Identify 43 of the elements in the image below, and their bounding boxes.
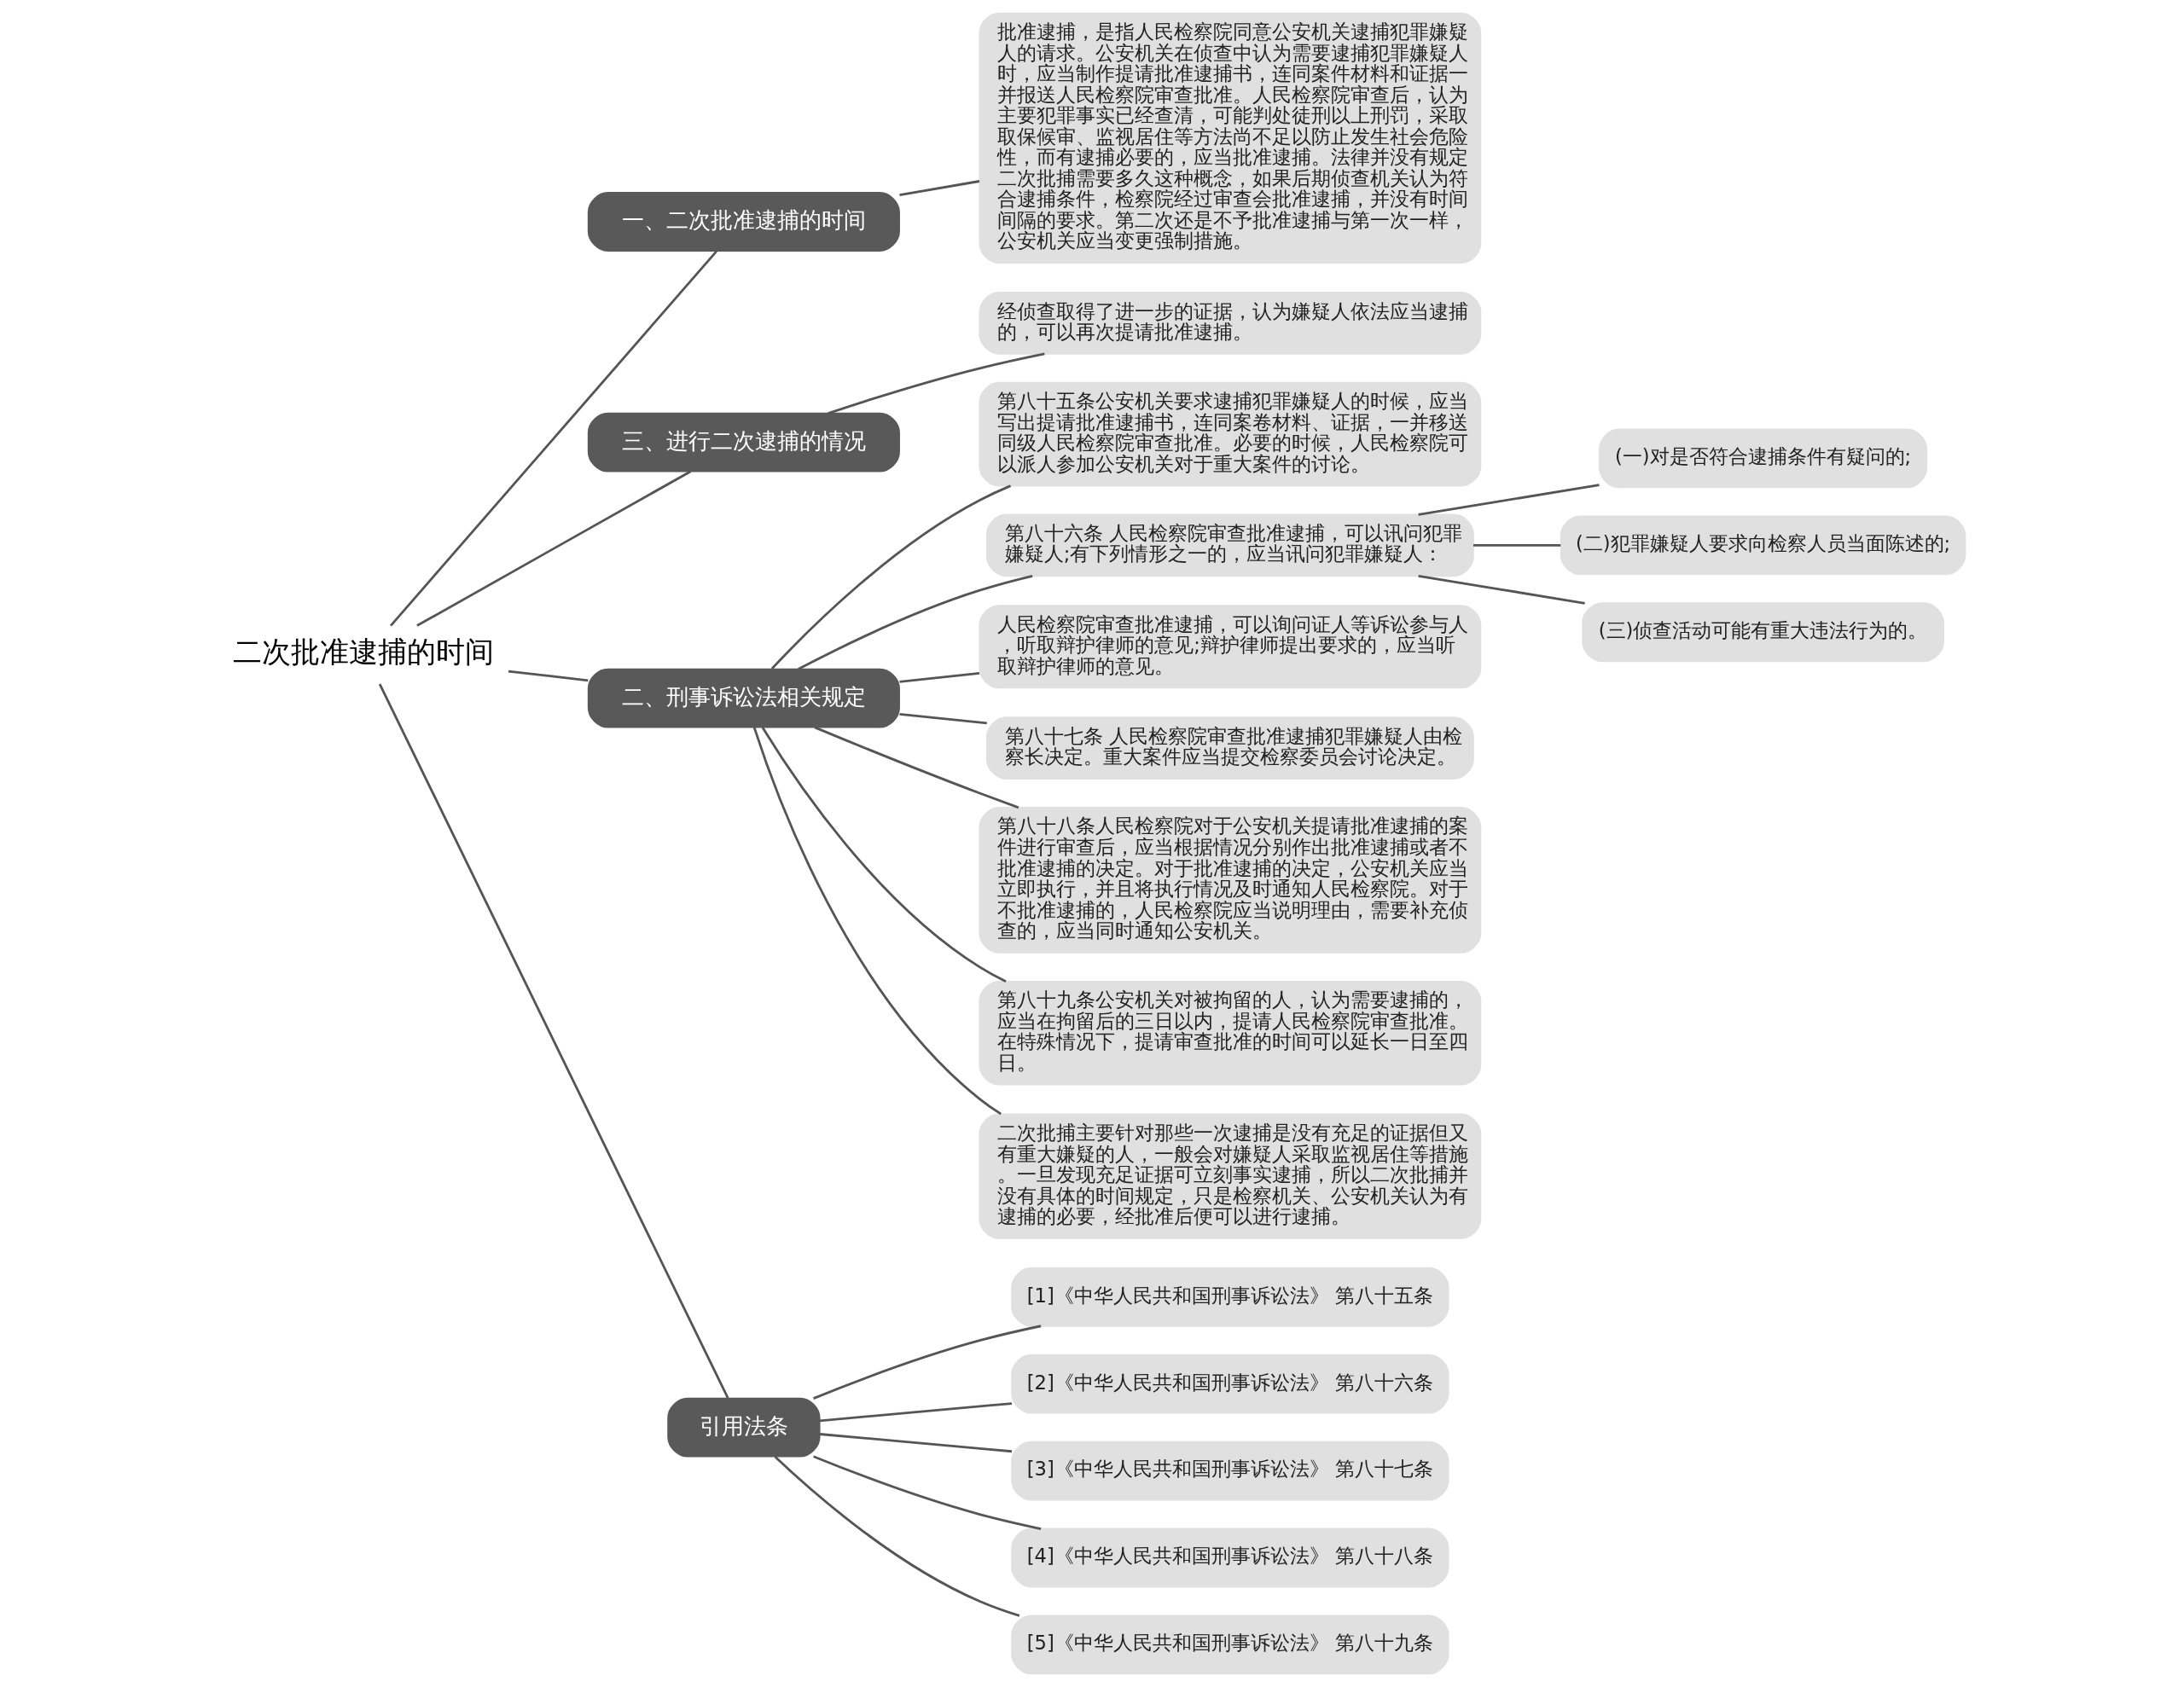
connector xyxy=(774,1456,1019,1617)
connector xyxy=(1472,543,1560,547)
connector xyxy=(898,672,979,683)
connector xyxy=(1417,574,1585,605)
node-text: 二次批准逮捕的时间 xyxy=(232,635,494,670)
node-box: [2]《中华人民共和国刑事诉讼法》 第八十六条 xyxy=(1010,1354,1449,1414)
node-box: 三、进行二次逮捕的情况 xyxy=(587,412,900,472)
node-box: [4]《中华人民共和国刑事诉讼法》 第八十八条 xyxy=(1010,1528,1449,1588)
node-box: 一、二次批准逮捕的时间 xyxy=(587,192,900,252)
connector xyxy=(819,1433,1012,1453)
node-box: 二次批捕主要针对那些一次逮捕是没有充足的证据但又有重大嫌疑的人，一般会对嫌疑人采取监视居住等措施。一旦发现充足证据可立刻事实逮捕，所以二次批捕并没有具体的时间规定，只是检察机关、公安机关认为有逮捕的必要，经批准后便可以进行逮捕。 xyxy=(978,1113,1481,1239)
node-box: 第八十八条人民检察院对于公安机关提请批准逮捕的案件进行审查后，应当根据情况分别作出批准逮捕或者不批准逮捕的决定。对于批准逮捕的决定，公安机关应当立即执行，并且将执行情况及时通知人民检察院。对于不批准逮捕的，人民检察院应当说明理由，需要补充侦查的，应当同时通知公安机关。 xyxy=(978,807,1481,954)
connector xyxy=(797,574,1033,670)
node-box: 人民检察院审查批准逮捕，可以询问证人等诉讼参与人，听取辩护律师的意见;辩护律师提出要求的，应当听取辩护律师的意见。 xyxy=(978,605,1481,689)
node-box: 第八十九条公安机关对被拘留的人，认为需要逮捕的，应当在拘留后的三日以内，提请人民检察院审查批准。在特殊情况下，提请审查批准的时间可以延长一日至四日。 xyxy=(978,980,1481,1086)
connector xyxy=(752,727,1002,1116)
node-box: 第八十七条 人民检察院审查批准逮捕犯罪嫌疑人由检察长决定。重大案件应当提交检察委员会讨论决定。 xyxy=(985,716,1474,780)
node-box: 经侦查取得了进一步的证据，认为嫌疑人依法应当逮捕的，可以再次提请批准逮捕。 xyxy=(978,292,1481,355)
node-box: (二)犯罪嫌疑人要求向检察人员当面陈述的; xyxy=(1560,515,1966,576)
connector xyxy=(761,727,1007,983)
connector xyxy=(508,670,588,682)
node-box: [1]《中华人民共和国刑事诉讼法》 第八十五条 xyxy=(1010,1267,1449,1327)
node-box: 引用法条 xyxy=(666,1397,821,1458)
node-box: (三)侦查活动可能有重大违法行为的。 xyxy=(1581,602,1944,663)
connector xyxy=(827,352,1045,415)
connector xyxy=(389,250,717,627)
node-box: 第八十六条 人民检察院审查批准逮捕，可以讯问犯罪嫌疑人;有下列情形之一的，应当讯问犯罪嫌疑人： xyxy=(985,513,1474,577)
connector xyxy=(898,180,979,197)
node-box: [5]《中华人民共和国刑事诉讼法》 第八十九条 xyxy=(1010,1615,1449,1675)
node-box: (一)对是否符合逮捕条件有疑问的; xyxy=(1598,428,1927,489)
connector xyxy=(814,726,1019,809)
connector xyxy=(819,1402,1012,1423)
connector xyxy=(812,1325,1041,1400)
node-box: [3]《中华人民共和国刑事诉讼法》 第八十七条 xyxy=(1010,1441,1449,1501)
connector xyxy=(770,484,1011,670)
node-box: 第八十五条公安机关要求逮捕犯罪嫌疑人的时候，应当写出提请批准逮捕书，连同案卷材料、证据，一并移送同级人民检察院审查批准。必要的时候，人民检察院可以派人参加公安机关对于重大案件的讨论。 xyxy=(978,381,1481,487)
node-box: 批准逮捕，是指人民检察院同意公安机关逮捕犯罪嫌疑人的请求。公安机关在侦查中认为需要逮捕犯罪嫌疑人时，应当制作提请批准逮捕书，连同案件材料和证据一并报送人民检察院审查批准。人民检察院审查后，认为主要犯罪事实已经查清，可能判处徒刑以上刑罚，采取取保候审、监视居住等方法尚不足以防止发生社会危险性，而有逮捕必要的，应当批准逮捕。法律并没有规定二次批捕需要多久这种概念，如果后期侦查机关认为符合逮捕条件，检察院经过审查会批准逮捕，并没有时间间隔的要求。第二次还是不予批准逮捕与第一次一样，公安机关应当变更强制措施。 xyxy=(978,12,1481,264)
connector xyxy=(898,712,987,725)
connector xyxy=(1417,484,1600,516)
connector xyxy=(415,470,691,627)
connector xyxy=(378,683,729,1399)
node-box: 二、刑事诉讼法相关规定 xyxy=(587,668,900,728)
connector xyxy=(812,1455,1041,1530)
